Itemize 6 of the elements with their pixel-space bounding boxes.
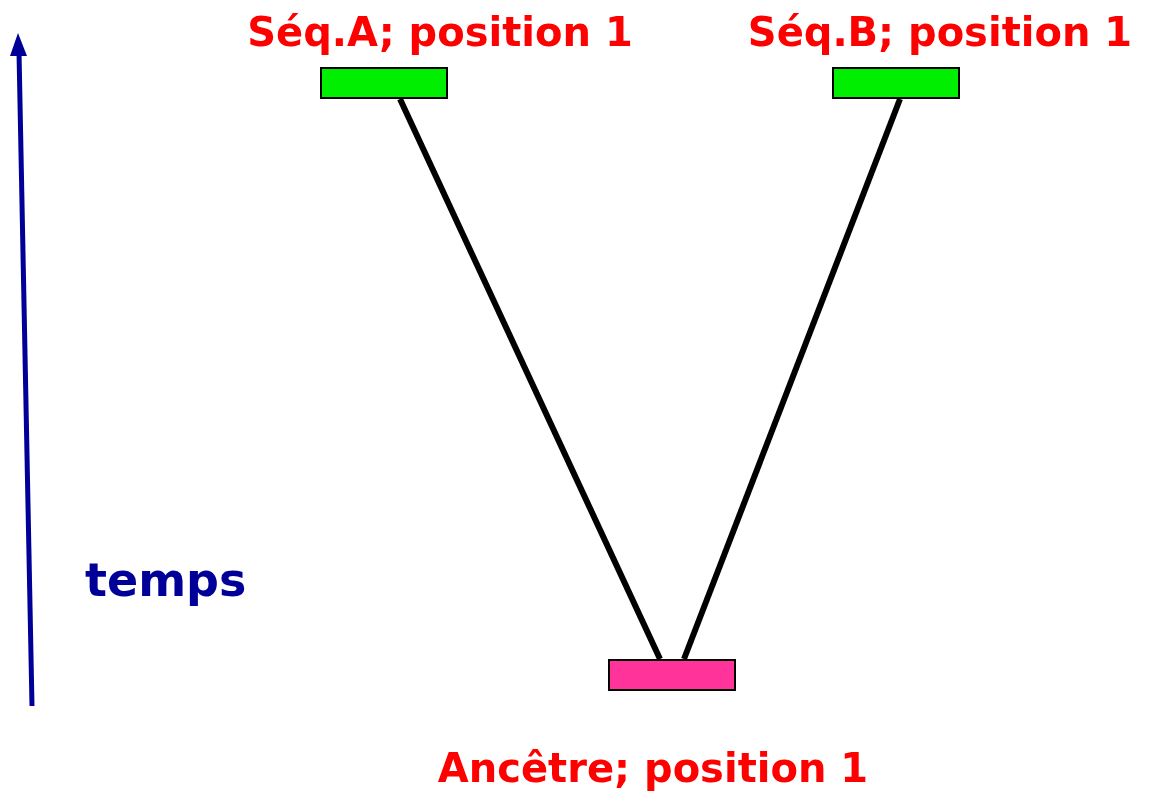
connector-line <box>397 97 663 661</box>
axis-label: temps <box>85 553 247 607</box>
node-label: Séq.B; position 1 <box>747 9 1133 55</box>
node-label: Séq.A; position 1 <box>247 9 633 55</box>
node-label: Ancêtre; position 1 <box>437 745 869 791</box>
connector-line <box>681 97 903 661</box>
